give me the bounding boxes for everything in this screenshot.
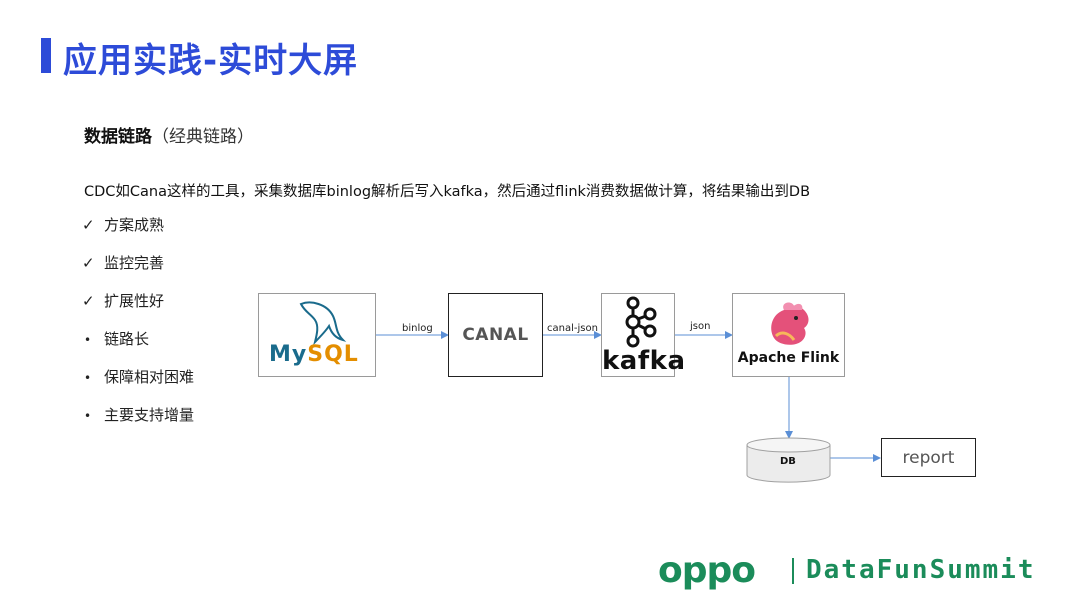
checkmark-icon: ✓ [82,216,95,234]
list-item: ✓ 扩展性好 [82,289,194,327]
kafka-node: kafka [601,293,686,377]
bullet-text: 监控完善 [104,254,165,272]
kafka-label: kafka [602,346,686,376]
bullet-text: 方案成熟 [104,216,165,234]
page-title: 应用实践-实时大屏 [63,41,359,81]
dolphin-icon [299,301,347,346]
section-heading-suffix: （经典链路） [152,127,254,147]
list-item: ✓ 监控完善 [82,251,194,289]
bullet-dot-icon: • [84,371,92,385]
section-heading-main: 数据链路 [84,127,152,147]
edge-label-json: json [690,321,711,332]
datafunsummit-logo: DataFunSummit [806,555,1036,585]
canal-node: CANAL [448,293,543,377]
flink-node: Apache Flink [732,293,845,377]
bullet-dot-icon: • [84,333,92,347]
list-item: ✓ 方案成熟 [82,213,194,251]
canal-label: CANAL [462,325,529,345]
checkmark-icon: ✓ [82,254,95,272]
list-item: • 链路长 [82,327,194,365]
mysql-logo: MySQL [269,342,359,367]
footer-divider [792,558,794,584]
report-label: report [902,447,955,468]
edge-label-binlog: binlog [402,323,433,334]
db-label: DB [780,456,796,467]
bullet-text: 链路长 [104,330,150,348]
list-item: • 主要支持增量 [82,403,194,441]
bullet-text: 扩展性好 [104,292,165,310]
oppo-logo: oppo [658,550,756,591]
list-item: • 保障相对困难 [82,365,194,403]
flink-label: Apache Flink [737,350,840,366]
section-heading: 数据链路（经典链路） [84,122,254,147]
title-accent-bar [41,38,51,73]
bullet-text: 主要支持增量 [104,406,195,424]
squirrel-icon [771,302,809,345]
edge-label-canal-json: canal-json [547,323,598,334]
bullet-list: ✓ 方案成熟 ✓ 监控完善 ✓ 扩展性好 • 链路长 • 保障相对困难 • 主要支持增量 [82,213,194,441]
kafka-icon [625,296,657,348]
report-node: report [881,438,976,477]
bullet-text: 保障相对困难 [104,368,195,386]
mysql-node: MySQL [258,293,376,377]
checkmark-icon: ✓ [82,292,95,310]
bullet-dot-icon: • [84,409,92,423]
description-text: CDC如Cana这样的工具，采集数据库binlog解析后写入kafka，然后通过… [84,184,811,200]
